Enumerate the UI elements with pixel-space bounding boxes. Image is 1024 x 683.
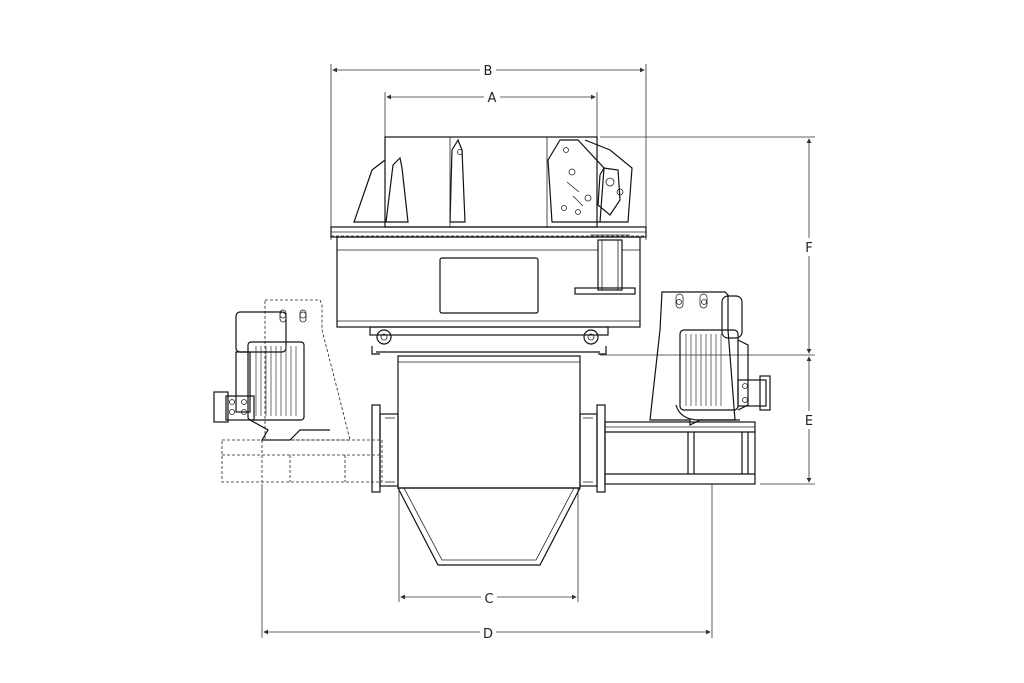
left-motor [213,299,383,483]
dimension-label-c: C [484,592,493,607]
dimension-b: B [330,61,647,240]
dimension-e: E [760,356,817,485]
dimension-label-a: A [488,91,497,106]
dimension-f: F [600,136,817,356]
dimension-label-f: F [805,241,812,256]
center-chamber [371,355,606,566]
dimension-label-d: D [483,627,493,642]
dimension-label-e: E [805,414,813,429]
dimension-c: C [398,488,579,607]
dimension-label-b: B [484,64,493,79]
dimension-d: D [261,484,713,642]
dimension-a: A [384,88,598,140]
top-assembly [330,136,647,355]
right-motor [604,291,771,485]
